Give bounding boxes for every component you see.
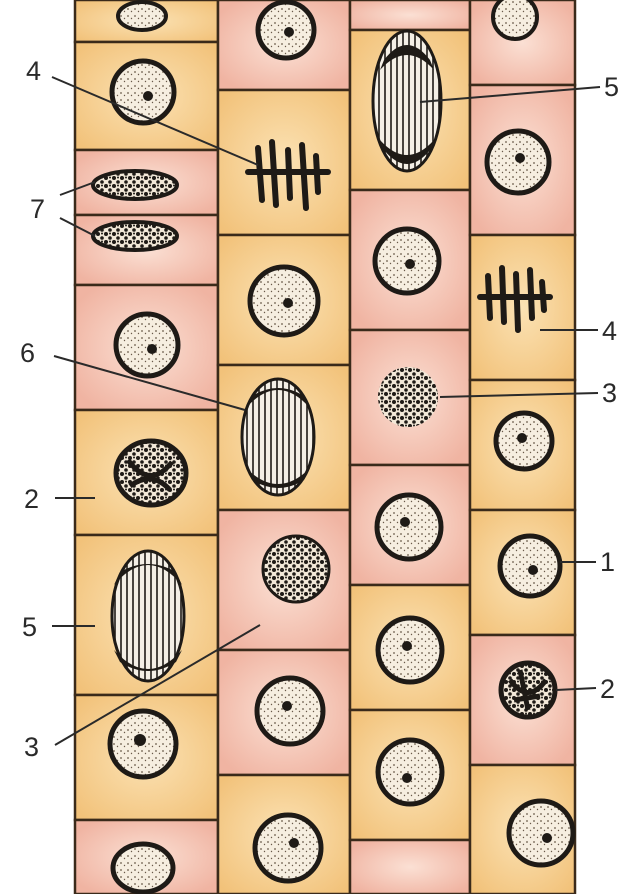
diagram-label: 2 bbox=[600, 674, 615, 704]
interphase-nucleus bbox=[375, 229, 439, 293]
interphase-nucleus bbox=[487, 131, 549, 193]
diagram-label: 4 bbox=[602, 316, 617, 346]
diagram-label: 5 bbox=[22, 612, 37, 642]
prophase-nucleus bbox=[501, 663, 555, 717]
diagram-label: 4 bbox=[26, 56, 41, 86]
diagram-label: 6 bbox=[20, 338, 35, 368]
interphase-nucleus bbox=[257, 678, 323, 744]
anaphase-spindle bbox=[112, 551, 184, 681]
prophase-nucleus bbox=[263, 536, 329, 602]
interphase-nucleus bbox=[258, 2, 314, 58]
interphase-nucleus bbox=[113, 844, 173, 892]
interphase-nucleus bbox=[493, 0, 537, 39]
anaphase-spindle bbox=[242, 379, 314, 495]
interphase-nucleus bbox=[509, 801, 573, 865]
cell bbox=[350, 0, 470, 30]
telophase-daughter-nucleus bbox=[93, 171, 177, 199]
interphase-nucleus bbox=[118, 2, 166, 30]
interphase-nucleus bbox=[110, 711, 176, 777]
diagram-label: 3 bbox=[24, 732, 39, 762]
interphase-nucleus bbox=[496, 413, 552, 469]
prophase-nucleus bbox=[116, 441, 186, 505]
diagram-label: 3 bbox=[602, 378, 617, 408]
diagram-label: 2 bbox=[24, 484, 39, 514]
diagram-label: 5 bbox=[604, 72, 619, 102]
interphase-nucleus bbox=[377, 495, 441, 559]
diagram-label: 7 bbox=[30, 194, 45, 224]
cell bbox=[218, 90, 350, 235]
interphase-nucleus bbox=[378, 618, 442, 682]
interphase-nucleus bbox=[250, 267, 318, 335]
diagram-label: 1 bbox=[600, 547, 615, 577]
interphase-nucleus bbox=[378, 740, 442, 804]
prophase-nucleus bbox=[378, 367, 438, 427]
interphase-nucleus bbox=[116, 314, 178, 376]
telophase-daughter-nucleus bbox=[93, 222, 177, 250]
interphase-nucleus bbox=[255, 815, 321, 881]
interphase-nucleus bbox=[500, 536, 560, 596]
interphase-nucleus bbox=[112, 61, 174, 123]
cell bbox=[350, 840, 470, 894]
cell bbox=[470, 235, 575, 380]
